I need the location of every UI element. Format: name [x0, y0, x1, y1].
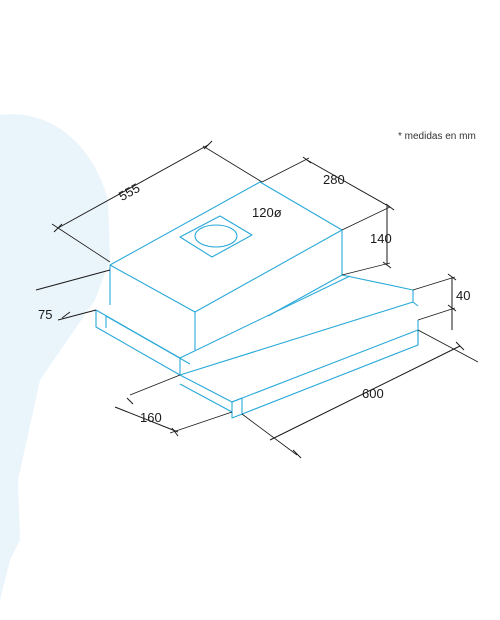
dim-75-label: 75 — [38, 307, 52, 322]
duct-outlet — [179, 215, 253, 258]
dimension-lines — [35, 140, 479, 459]
background-swoosh — [0, 114, 110, 580]
units-note: * medidas en mm — [398, 131, 476, 142]
dim-280-label: 280 — [323, 172, 345, 187]
dim-120-label: 120ø — [252, 205, 282, 220]
background-swoosh-2 — [0, 480, 13, 600]
dim-140-label: 140 — [370, 231, 392, 246]
dim-600-label: 600 — [362, 386, 384, 401]
dim-160-label: 160 — [140, 410, 162, 425]
dim-40-label: 40 — [456, 288, 470, 303]
hood-body — [95, 181, 419, 419]
